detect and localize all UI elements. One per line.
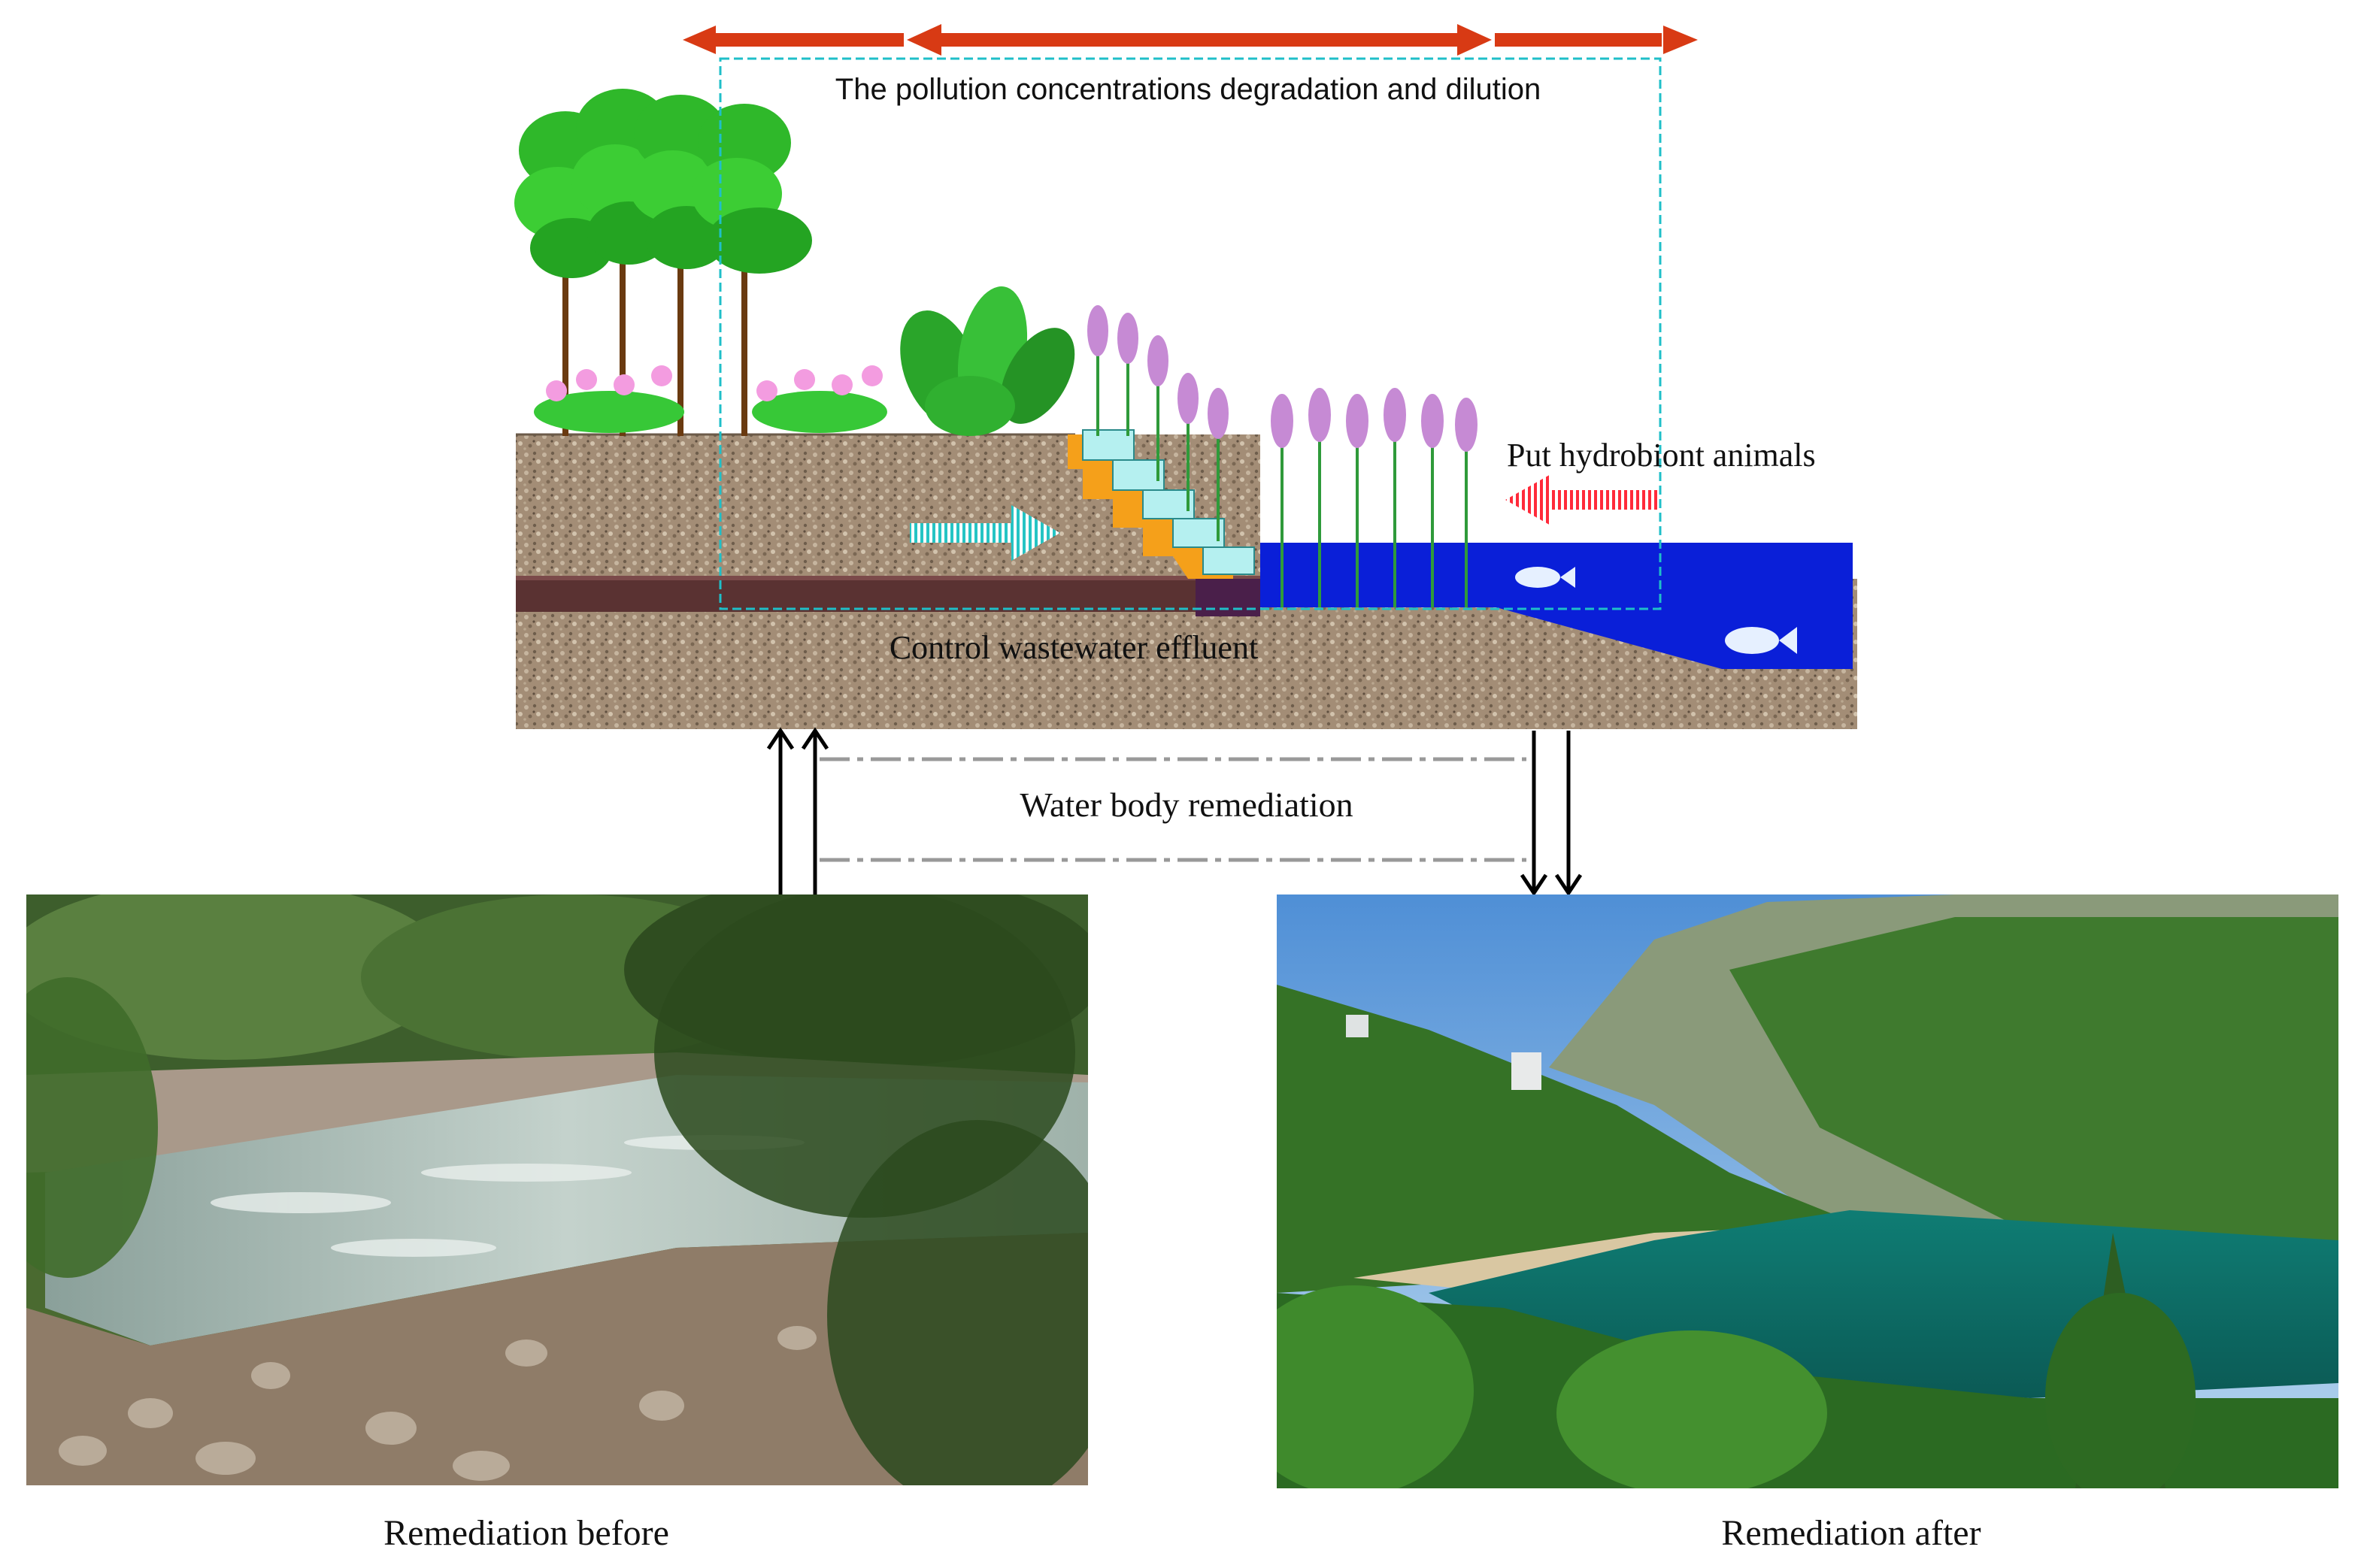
effluent-pipe [516, 576, 1260, 616]
degradation-arrows [683, 24, 1698, 56]
tree [692, 104, 812, 436]
fish-icon [1725, 627, 1797, 654]
trees [514, 89, 812, 436]
shrubs [900, 286, 1075, 436]
hydrobiont-label: Put hydrobiont animals [1507, 437, 1816, 474]
right-red-arrow [1495, 26, 1698, 54]
fish-icon [1515, 567, 1575, 588]
remediation-label: Water body remediation [1020, 786, 1353, 824]
reeds-in-water [1271, 388, 1478, 607]
pollution-degradation-label: The pollution concentrations degradation… [835, 73, 1541, 106]
photo-before [26, 894, 1088, 1485]
wastewater-flow-arrow [910, 505, 1060, 561]
up-arrows [766, 727, 829, 899]
after-caption: Remediation after [1721, 1513, 1981, 1553]
center-double-red-arrow [907, 24, 1492, 56]
before-caption: Remediation before [383, 1513, 669, 1553]
photo-after [1277, 894, 2338, 1488]
pink-flowers [534, 365, 887, 433]
river-water [1260, 543, 1853, 669]
reeds-on-slope [1087, 305, 1229, 541]
remediation-connector [766, 727, 1583, 899]
down-arrows [1520, 731, 1583, 897]
stepped-revetment [1068, 429, 1255, 579]
hydrobiont-arrow [1505, 474, 1659, 526]
effluent-label: Control wastewater effluent [890, 629, 1258, 666]
left-red-arrow [683, 26, 904, 54]
